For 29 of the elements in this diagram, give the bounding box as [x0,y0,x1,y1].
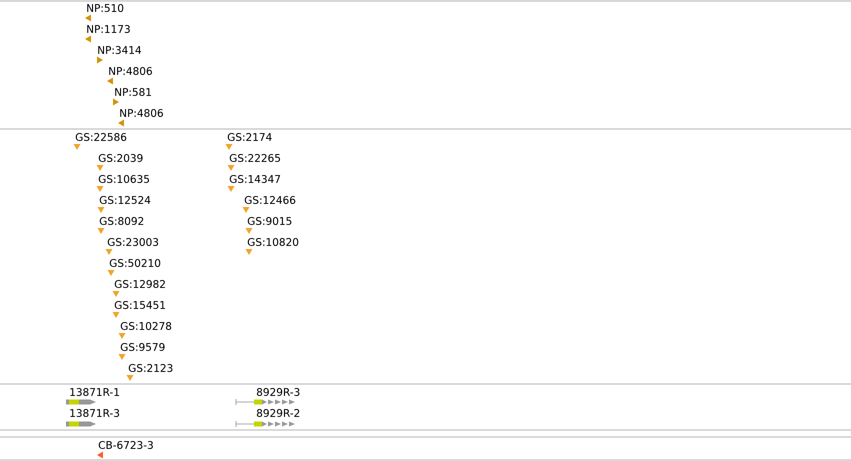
feature-label: GS:50210 [110,259,160,267]
feature-label: GS:23003 [108,238,158,246]
feature-label: CB-6723-3 [98,441,153,449]
feature-label: GS:2039 [98,154,143,162]
feature-label: GS:10820 [248,238,298,246]
feature-label: GS:2123 [128,364,172,372]
feature-label: NP:1173 [87,25,130,33]
feature-label: 13871R-1 [70,388,119,396]
feature-label: 8929R-2 [256,409,300,417]
feature-label: NP:581 [115,88,151,96]
feature-label: NP:3414 [98,46,142,54]
feature-label: GS:15451 [114,301,165,309]
feature-label: GS:10635 [98,175,150,183]
feature-label: GS:12982 [114,280,165,288]
feature-label: GS:22586 [76,133,126,141]
feature-label: 8929R-3 [256,388,300,396]
feature-label: GS:2174 [228,133,272,141]
feature-label: 13871R-3 [70,409,120,417]
feature-label: GS:14347 [230,175,280,183]
feature-label: GS:12524 [100,196,150,204]
feature-label: GS:9015 [248,217,292,225]
feature-label: GS:8092 [100,217,144,225]
feature-label: GS:9579 [120,343,165,351]
feature-label: GS:12466 [244,196,296,204]
feature-label: GS:22265 [230,154,280,162]
feature-label: NP:4806 [120,109,163,117]
feature-label: NP:4806 [109,67,152,75]
feature-label: GS:10278 [120,322,172,330]
feature-label: NP:510 [87,4,124,12]
